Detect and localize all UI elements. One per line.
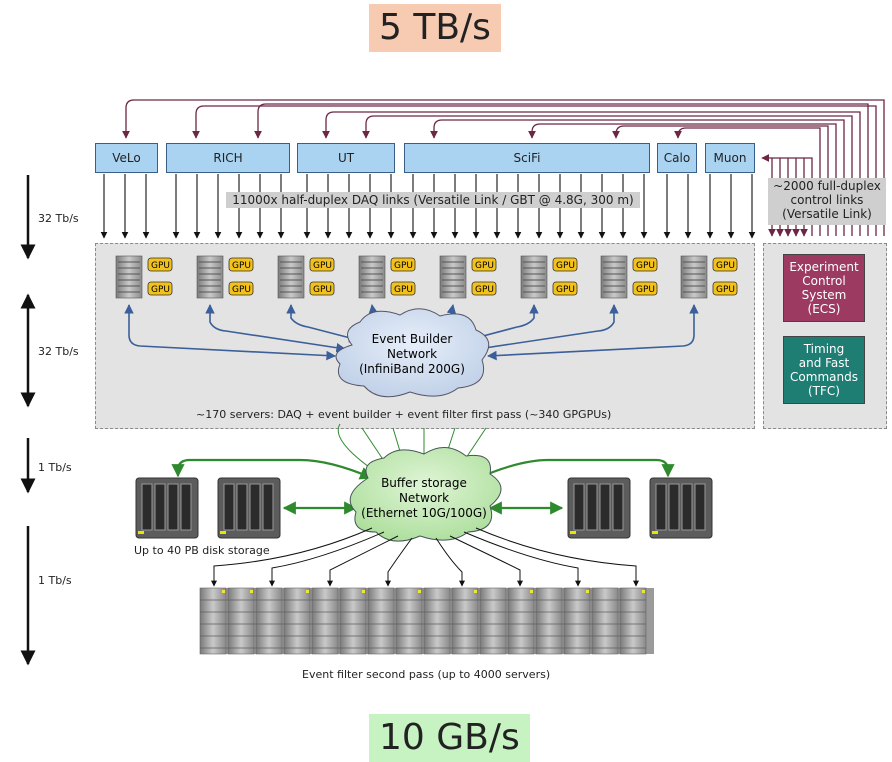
event-builder-line3: (InfiniBand 200G) <box>359 362 465 376</box>
gpu-label: GPU <box>151 261 170 271</box>
gpu-label: GPU <box>151 285 170 295</box>
control-line2: control links <box>790 193 864 207</box>
gpu-label: GPU <box>556 285 575 295</box>
detector-rich: RICH <box>166 143 290 173</box>
gpu-label: GPU <box>394 285 413 295</box>
detector-velo: VeLo <box>95 143 158 173</box>
event-builder-cloud: Event Builder Network (InfiniBand 200G) <box>335 308 490 398</box>
daq-links-label: 11000x half-duplex DAQ links (Versatile … <box>226 192 640 208</box>
event-builder-line1: Event Builder <box>372 332 453 346</box>
gpu-label: GPU <box>232 285 251 295</box>
servers-caption: ~170 servers: DAQ + event builder + even… <box>196 408 612 421</box>
rate-label-4: 1 Tb/s <box>38 574 72 587</box>
control-line3: (Versatile Link) <box>782 207 872 221</box>
ecs-line3: System <box>801 288 847 302</box>
output-rate-banner: 10 GB/s <box>369 714 530 762</box>
input-rate-banner: 5 TB/s <box>369 4 501 52</box>
gpu-label: GPU <box>716 261 735 271</box>
gpu-label: GPU <box>636 285 655 295</box>
rate-label-2: 32 Tb/s <box>38 345 79 358</box>
buffer-line1: Buffer storage <box>381 476 467 490</box>
control-line1: ~2000 full-duplex <box>773 179 881 193</box>
detector-muon: Muon <box>705 143 755 173</box>
tfc-line4: (TFC) <box>808 384 840 398</box>
ecs-line2: Control <box>802 274 846 288</box>
buffer-line3: (Ethernet 10G/100G) <box>361 506 487 520</box>
disk-storage-caption: Up to 40 PB disk storage <box>134 544 270 557</box>
event-builder-line2: Network <box>387 347 437 361</box>
gpu-label: GPU <box>313 261 332 271</box>
tfc-line1: Timing <box>803 342 845 356</box>
buffer-storage-cloud: Buffer storage Network (Ethernet 10G/100… <box>349 447 502 542</box>
gpu-label: GPU <box>394 261 413 271</box>
detector-ut: UT <box>297 143 395 173</box>
gpu-label: GPU <box>232 261 251 271</box>
gpu-label: GPU <box>313 285 332 295</box>
gpu-servers: GPU GPU GPU GPU GPU GPU <box>115 255 738 299</box>
buffer-line2: Network <box>399 491 449 505</box>
gpu-label: GPU <box>556 261 575 271</box>
disk-storage-units <box>135 477 713 539</box>
ecs-line4: (ECS) <box>807 302 841 316</box>
tfc-line2: and Fast <box>798 356 850 370</box>
control-links-label: ~2000 full-duplex control links (Versati… <box>768 178 886 225</box>
gpu-label: GPU <box>475 261 494 271</box>
event-filter-caption: Event filter second pass (up to 4000 ser… <box>302 668 551 681</box>
gpu-label: GPU <box>475 285 494 295</box>
detector-scifi: SciFi <box>404 143 650 173</box>
rate-label-3: 1 Tb/s <box>38 461 72 474</box>
ecs-box: Experiment Control System (ECS) <box>783 254 865 322</box>
second-pass-servers <box>199 587 654 655</box>
rate-label-1: 32 Tb/s <box>38 212 79 225</box>
storage-links <box>171 458 675 515</box>
gpu-label: GPU <box>636 261 655 271</box>
tfc-line3: Commands <box>790 370 858 384</box>
ecs-line1: Experiment <box>789 260 859 274</box>
gpu-label: GPU <box>716 285 735 295</box>
detector-calo: Calo <box>657 143 697 173</box>
second-pass-links <box>211 527 639 587</box>
tfc-box: Timing and Fast Commands (TFC) <box>783 336 865 404</box>
